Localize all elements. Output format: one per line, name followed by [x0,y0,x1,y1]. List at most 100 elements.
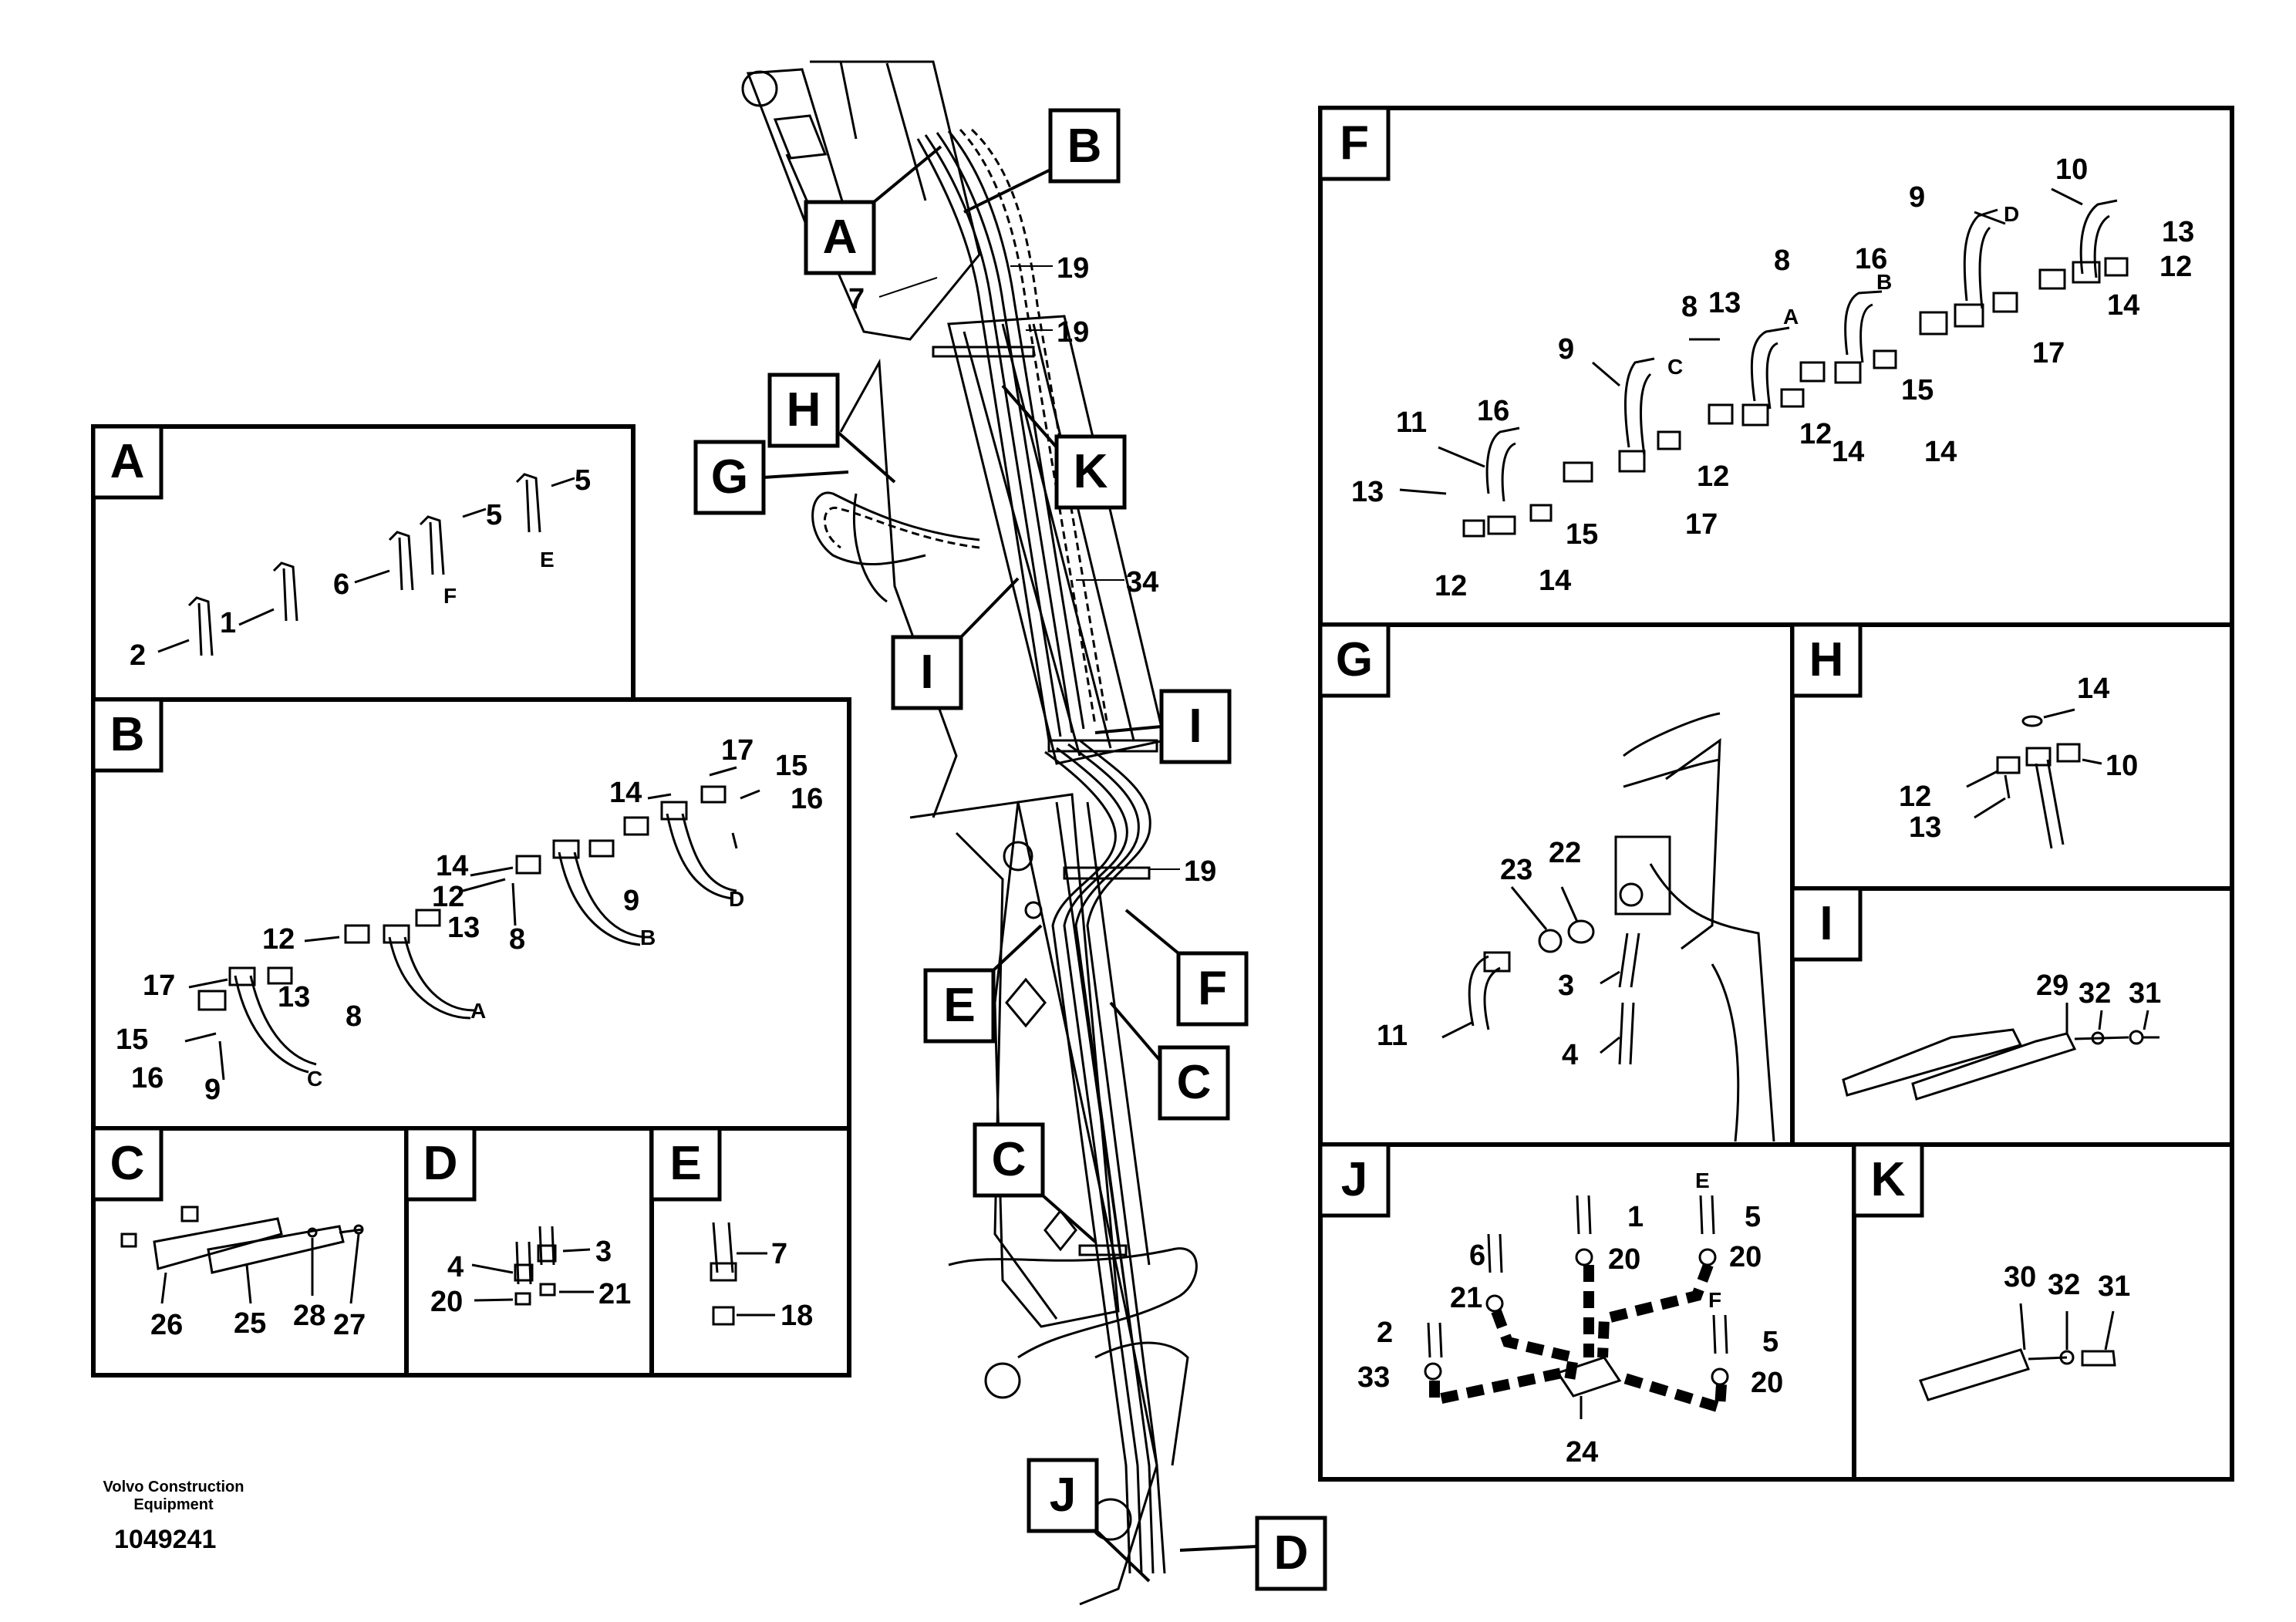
part-callout: 8 [346,1000,362,1033]
part-callout: 26 [150,1309,183,1341]
part-callout: 17 [721,734,754,767]
part-callout: 7 [771,1238,787,1270]
part-callout: A [1783,305,1799,329]
part-callout: 18 [781,1300,813,1332]
part-callout: 13 [2162,216,2194,248]
part-callout: 24 [1566,1436,1598,1469]
part-callout: 12 [1799,418,1832,450]
part-callout: 16 [791,783,823,815]
part-callout: 10 [2106,750,2138,782]
part-callout: D [729,887,744,911]
tag-b[interactable]: B [963,108,1121,214]
panel-g: G 23 22 11 3 4 [1318,622,1795,1147]
part-callout: 14 [1924,436,1957,468]
part-callout: E [1695,1168,1710,1192]
part-callout: 29 [2036,969,2068,1002]
tag-e[interactable]: E [923,924,1043,1044]
part-callout: F [443,584,457,608]
part-callout: 4 [447,1251,464,1283]
tag-h[interactable]: H [767,373,896,484]
part-callout: 14 [609,777,642,809]
tag-i-lower[interactable]: I [1094,689,1232,764]
part-callout: 15 [775,750,807,782]
part-callout: 20 [1729,1241,1762,1273]
panel-e: E 7 18 [649,1126,851,1378]
callout-19c: 19 [1184,855,1216,888]
part-callout: 27 [333,1309,366,1341]
part-callout: 5 [486,499,502,531]
part-callout: 8 [1774,244,1790,277]
panel-d: D 3 4 20 21 [404,1126,654,1378]
part-callout: 8 [1681,291,1698,323]
part-callout: 28 [293,1300,325,1332]
part-callout: 14 [2107,289,2139,322]
tag-i-upper[interactable]: I [891,577,1020,710]
panel-f-title: F [1340,116,1369,170]
part-callout: 12 [1697,460,1729,493]
callout-19a: 19 [1057,252,1089,285]
part-callout: 20 [1608,1243,1640,1276]
part-callout: 16 [1855,243,1887,275]
part-callout: 17 [1685,508,1718,541]
panel-k-title: K [1871,1153,1906,1206]
part-callout: 2 [130,639,146,672]
part-callout: 31 [2098,1270,2130,1303]
part-callout: H [787,383,821,437]
tag-a[interactable]: A [804,145,942,275]
part-callout: F [1198,962,1227,1015]
part-callout: 15 [1901,374,1934,406]
part-callout: C [1177,1056,1212,1109]
part-callout: 9 [204,1074,221,1106]
part-callout: 13 [1909,811,1941,844]
part-callout: 20 [430,1286,463,1318]
part-callout: D [1274,1526,1309,1580]
part-callout: 12 [1435,570,1467,602]
part-callout: I [1188,700,1202,753]
part-callout: 4 [1562,1039,1578,1071]
part-callout: 16 [131,1062,164,1094]
part-callout: 33 [1357,1361,1390,1394]
part-callout: 5 [1762,1326,1778,1358]
tag-d[interactable]: D [1179,1516,1327,1591]
part-callout: K [1074,445,1108,498]
part-callout: C [992,1133,1027,1186]
part-callout: 11 [1396,406,1427,439]
part-callout: 11 [1377,1020,1408,1052]
tag-k[interactable]: K [1001,384,1127,510]
part-callout: 31 [2129,977,2161,1010]
part-callout: E [943,979,975,1032]
document-number: 1049241 [114,1525,217,1554]
part-callout: 23 [1500,854,1532,886]
part-callout: B [1067,120,1102,173]
part-callout: 14 [2077,673,2109,705]
part-callout: 12 [262,923,295,956]
part-callout: 1 [220,607,236,639]
panel-e-title: E [669,1137,701,1190]
part-callout: 16 [1477,395,1509,427]
tag-f[interactable]: F [1124,909,1249,1027]
tag-c-lower[interactable]: C [973,1122,1097,1243]
panel-f: F 10 9 D 13 12 16 [1318,106,2234,627]
part-callout: 13 [278,981,310,1013]
part-callout: J [1050,1469,1076,1522]
callout-34: 34 [1126,566,1158,599]
part-callout: 3 [1558,969,1574,1002]
panel-b-title: B [110,708,145,761]
part-callout: 9 [623,885,639,917]
part-callout: 25 [234,1307,266,1340]
part-callout: 14 [1539,565,1571,597]
tag-g[interactable]: G [693,440,849,515]
part-callout: 5 [575,464,591,497]
panel-c: C 26 25 28 27 [91,1126,409,1378]
part-callout: 8 [509,923,525,956]
part-callout: I [920,646,933,699]
tag-c-upper[interactable]: C [1109,1001,1230,1121]
part-callout: 12 [1899,781,1931,813]
part-callout: 15 [1566,518,1598,551]
hose-bundle-main [811,128,1166,1574]
part-callout: 3 [595,1236,612,1268]
part-callout: 13 [447,912,480,944]
tag-j[interactable]: J [1027,1458,1151,1583]
panel-c-title: C [110,1137,145,1190]
